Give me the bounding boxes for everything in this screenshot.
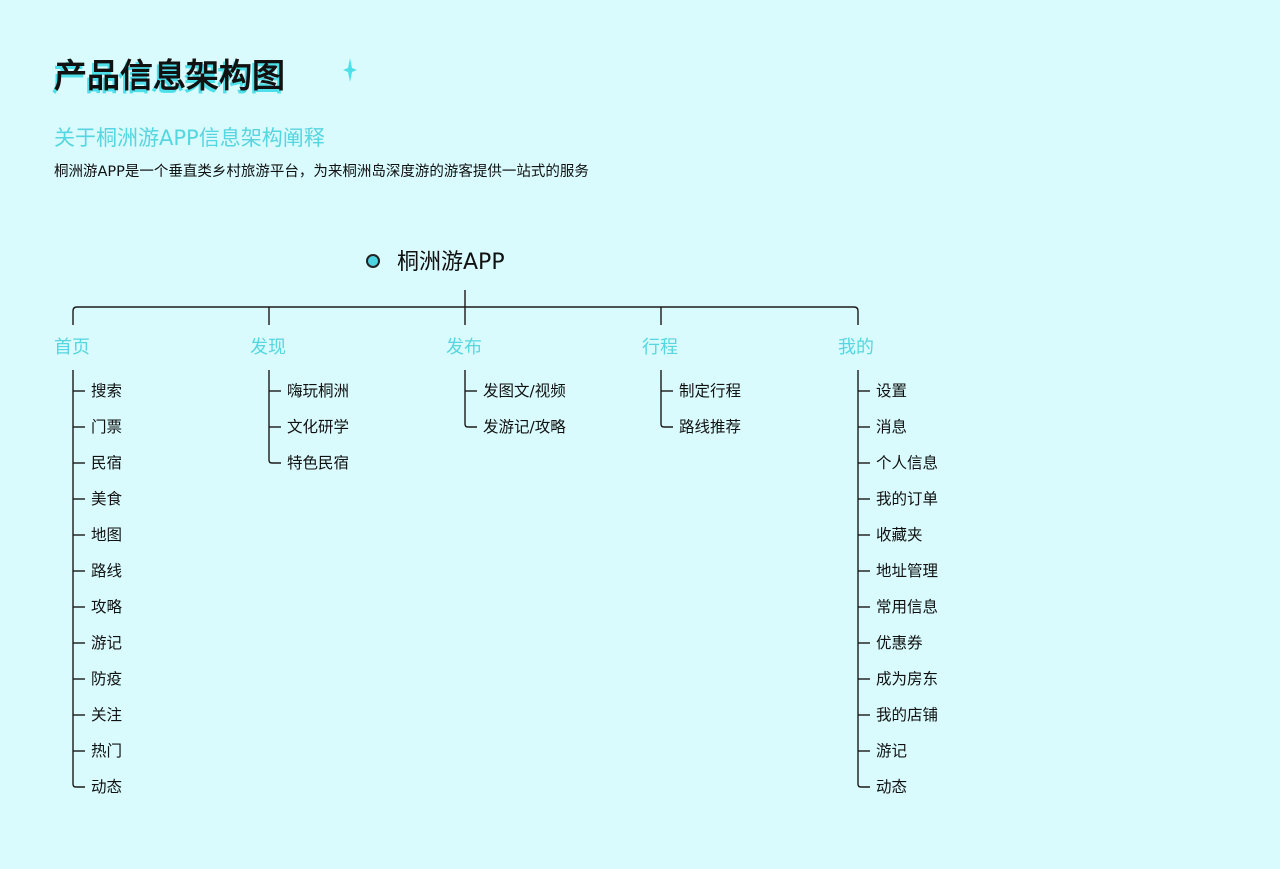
leaf-item: 发图文/视频 <box>483 382 566 400</box>
leaf-item: 成为房东 <box>876 670 939 688</box>
page-title: 产品信息架构图 <box>54 56 285 95</box>
leaf-item: 美食 <box>91 490 123 508</box>
leaf-item: 民宿 <box>91 454 123 472</box>
description: 桐洲游APP是一个垂直类乡村旅游平台，为来桐洲岛深度游的游客提供一站式的服务 <box>54 164 589 180</box>
leaf-item: 路线推荐 <box>679 418 742 436</box>
leaf-item: 我的店铺 <box>876 706 939 724</box>
leaf-item: 路线 <box>91 562 123 580</box>
leaf-item: 防疫 <box>91 670 123 688</box>
root-node-dot <box>366 254 380 268</box>
category-label: 发现 <box>250 337 286 358</box>
branch-spine <box>72 370 85 788</box>
leaf-item: 个人信息 <box>876 454 939 472</box>
leaf-item: 动态 <box>91 778 123 796</box>
sparkle-icon <box>343 58 357 82</box>
leaf-item: 游记 <box>91 634 123 652</box>
leaf-item: 游记 <box>876 742 908 760</box>
leaf-item: 攻略 <box>91 598 123 616</box>
leaf-item: 关注 <box>91 706 123 724</box>
branch-spine <box>464 370 477 428</box>
leaf-item: 制定行程 <box>679 382 742 400</box>
leaf-item: 设置 <box>876 382 908 400</box>
leaf-item: 门票 <box>91 418 123 436</box>
leaf-item: 特色民宿 <box>287 454 350 472</box>
leaf-item: 嗨玩桐洲 <box>287 382 350 400</box>
leaf-item: 搜索 <box>91 382 123 400</box>
leaf-item: 常用信息 <box>876 598 939 616</box>
leaf-item: 我的订单 <box>876 490 939 508</box>
branch-spine <box>268 370 281 464</box>
leaf-item: 地址管理 <box>876 562 939 580</box>
root-node-label: 桐洲游APP <box>397 250 505 275</box>
leaf-item: 收藏夹 <box>876 526 923 544</box>
leaf-item: 地图 <box>91 526 123 544</box>
category-label: 首页 <box>54 337 90 358</box>
leaf-item: 文化研学 <box>287 418 350 436</box>
category-label: 发布 <box>446 337 482 358</box>
branch-spine <box>857 370 870 788</box>
category-label: 行程 <box>642 337 678 358</box>
subtitle: 关于桐洲游APP信息架构阐释 <box>54 126 325 150</box>
leaf-item: 动态 <box>876 778 908 796</box>
leaf-item: 优惠券 <box>876 634 923 652</box>
leaf-item: 热门 <box>91 742 123 760</box>
leaf-item: 消息 <box>876 418 908 436</box>
branch-spine <box>660 370 673 428</box>
leaf-item: 发游记/攻略 <box>483 418 566 436</box>
category-label: 我的 <box>838 337 874 358</box>
